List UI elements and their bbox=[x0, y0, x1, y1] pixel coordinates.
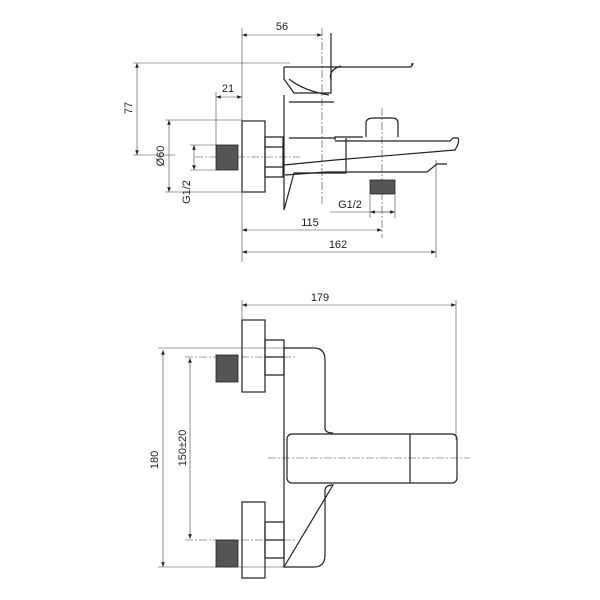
side-view: 56 21 77 Ø60 G1/2 G1/2 115 162 bbox=[123, 21, 460, 262]
dim-21-label: 21 bbox=[222, 83, 234, 95]
dim-77-label: 77 bbox=[123, 102, 135, 114]
handle-and-body bbox=[283, 33, 415, 211]
wall-flange bbox=[241, 120, 266, 193]
diverter-knob bbox=[365, 117, 399, 137]
upper-flange bbox=[241, 319, 266, 393]
dim-spacing-label: 150±20 bbox=[177, 430, 189, 467]
dim-56-label: 56 bbox=[276, 21, 288, 33]
dim-162-label: 162 bbox=[329, 239, 347, 251]
dim-179-label: 179 bbox=[311, 292, 329, 304]
dim-180-label: 180 bbox=[149, 451, 161, 469]
lower-inlet-thread bbox=[215, 539, 239, 568]
dim-diameter-label: Ø60 bbox=[155, 146, 167, 167]
upper-inlet-thread bbox=[215, 354, 239, 383]
dim-115-label: 115 bbox=[301, 217, 319, 229]
hex-nut bbox=[264, 136, 284, 178]
dim-outlet-thread-label: G1/2 bbox=[338, 199, 362, 211]
dim-inlet-thread-label: G1/2 bbox=[181, 180, 193, 204]
inlet-thread bbox=[215, 144, 239, 171]
spout bbox=[283, 136, 460, 176]
upper-hex-nut bbox=[264, 339, 285, 376]
mixer-body bbox=[282, 347, 335, 568]
lower-hex-nut bbox=[264, 521, 285, 559]
lever-handle bbox=[286, 433, 458, 484]
outlet-thread bbox=[369, 179, 396, 195]
front-view: 179 180 150±20 bbox=[149, 292, 470, 579]
